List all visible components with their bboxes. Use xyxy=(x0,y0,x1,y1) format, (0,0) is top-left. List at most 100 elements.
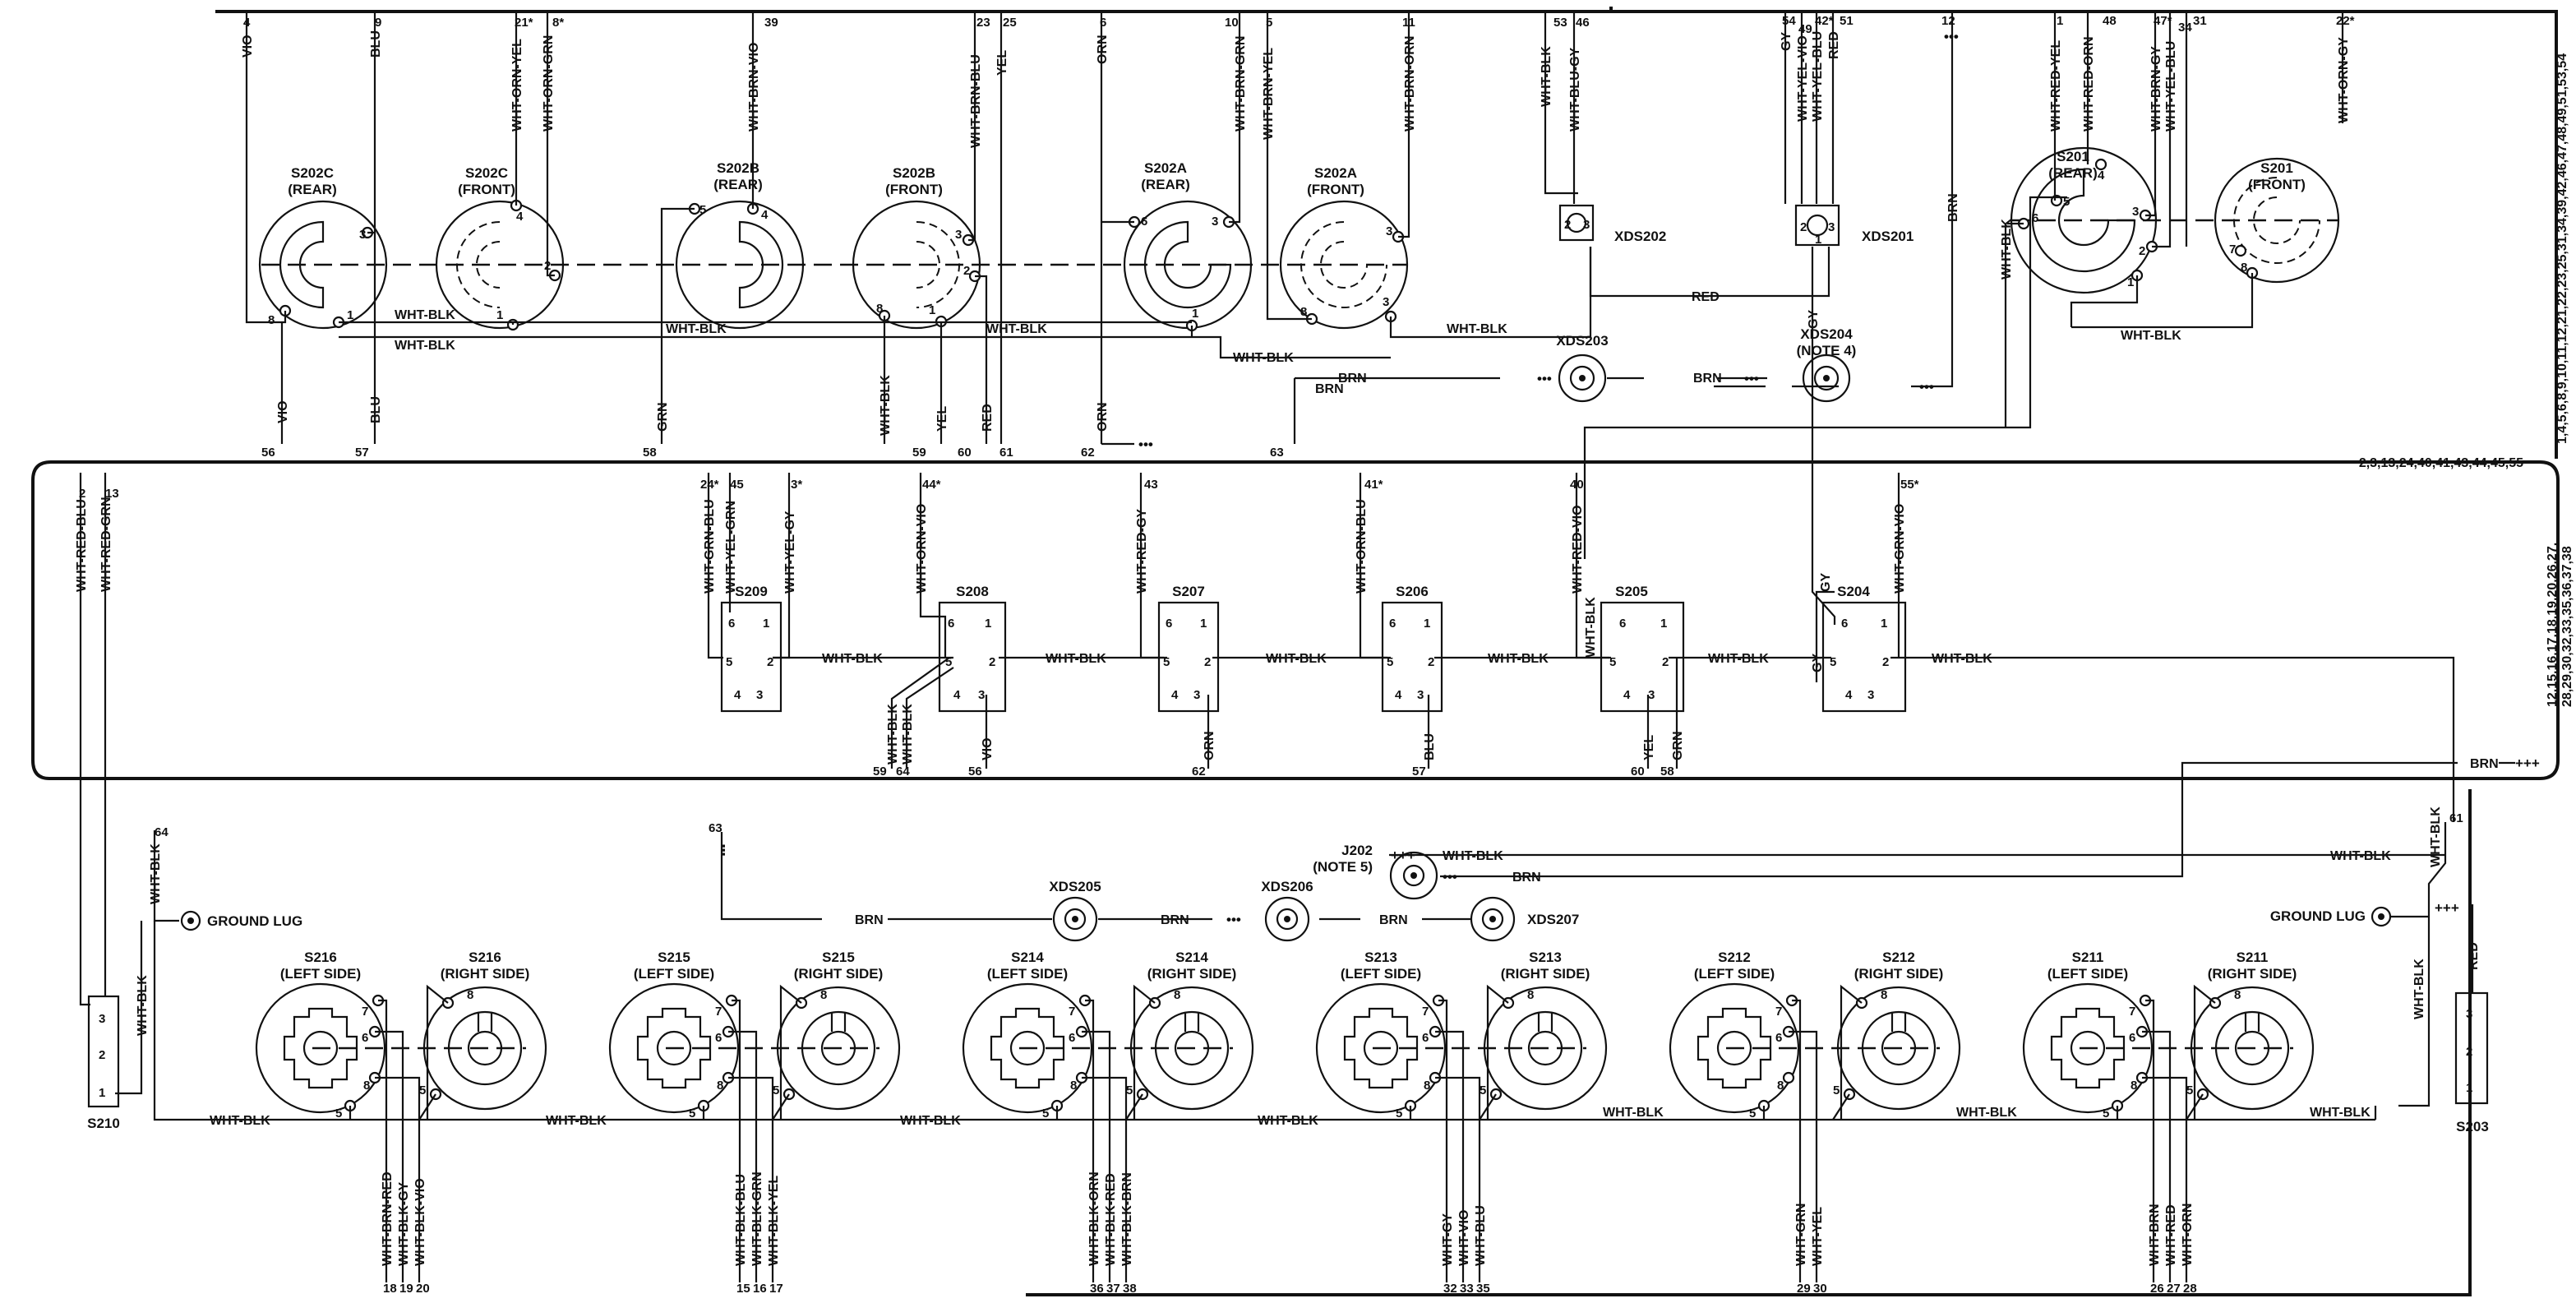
pin-number: 5 xyxy=(2186,1084,2193,1097)
wire-label: BRN xyxy=(1161,913,1189,927)
output-wire xyxy=(2142,1076,2188,1282)
wire-label: YEL xyxy=(995,50,1009,76)
wire-number: 49 xyxy=(1798,22,1812,36)
wire-number: 17 xyxy=(769,1282,783,1296)
wire-label: ORN xyxy=(1096,402,1110,432)
switch-rotor xyxy=(1697,1007,1772,1089)
svg-text:S209: S209 xyxy=(735,584,768,599)
jack-note: (NOTE 5) xyxy=(1313,859,1373,875)
wire-number: 9 xyxy=(375,16,381,30)
switch-s203 xyxy=(2454,991,2489,1105)
wire-label: WHT-GRN-BLU xyxy=(703,499,717,594)
lamp-socket-xds201 xyxy=(1794,204,1840,247)
wire-label: RED xyxy=(981,404,995,432)
wire-label: GRN xyxy=(1671,731,1685,760)
wire-label: WHT-BLK xyxy=(2310,1106,2371,1120)
output-wire xyxy=(2145,999,2155,1282)
wire-label: WHT-BLK xyxy=(1447,322,1507,336)
svg-text:2: 2 xyxy=(1882,655,1889,669)
lamp-name: XDS206 xyxy=(1261,879,1313,894)
switch-name: S201 xyxy=(2260,160,2293,176)
pin-number: 6 xyxy=(2032,211,2038,225)
pin-number: 1 xyxy=(1815,233,1821,247)
continuation-dots: ••• xyxy=(1537,371,1552,386)
wire-label: WHT-BLK-RED xyxy=(1104,1173,1118,1266)
svg-text:4: 4 xyxy=(1623,688,1631,702)
wire-label: WHT-BLK-BLU xyxy=(734,1174,748,1266)
wire-label: BRN xyxy=(1338,372,1367,386)
wire-label: WHT-BLK xyxy=(900,1114,961,1128)
pin-number: 1 xyxy=(929,303,935,317)
edge-label-side: 28,29,30,32,33,35,36,37,38 xyxy=(2560,546,2574,707)
wire-label: ORN xyxy=(1203,731,1216,760)
wire-label: WHT-RED-GRN xyxy=(99,497,113,592)
pin-number: 5 xyxy=(1749,1107,1756,1120)
wire-label: WHT-BLK xyxy=(886,704,900,765)
wire-label: WHT-BLU-GY xyxy=(1568,47,1582,132)
svg-text:2: 2 xyxy=(989,655,995,669)
switch-name: S202A xyxy=(1314,165,1357,181)
wire-number: 38 xyxy=(1123,1282,1137,1296)
pin-number: 8 xyxy=(2131,1079,2137,1093)
switch-rotor xyxy=(283,1007,358,1089)
wire-label: WHT-BLK-BRN xyxy=(1120,1172,1134,1266)
wire-number: 2 xyxy=(79,487,85,501)
wire-label: GRN xyxy=(656,402,670,432)
output-wire xyxy=(2142,1030,2172,1282)
wire-number: 36 xyxy=(1090,1282,1104,1296)
wire-label: BLU xyxy=(369,30,383,58)
wire-label: BRN xyxy=(855,913,884,927)
pin-number: 5 xyxy=(2063,195,2070,209)
pin-number: 6 xyxy=(1069,1031,1075,1045)
switch-sub: (LEFT SIDE) xyxy=(1694,966,1775,982)
pin-number: 6 xyxy=(2129,1031,2135,1045)
terminal-lug xyxy=(1782,1071,1795,1084)
wire-label: WHT-YEL-BLU xyxy=(1811,31,1825,122)
pin-number: 8 xyxy=(820,988,827,1002)
ground-lug-label: GROUND LUG xyxy=(2270,908,2366,924)
bottom-lamps: 63 ⋮ BRN BRN BRN ••• XDS205 XDS206 XDS20… xyxy=(709,755,2540,942)
wire-label: WHT-YEL-VIO xyxy=(1796,35,1810,122)
wire-number: 44* xyxy=(922,478,941,492)
wire-number: 28 xyxy=(2183,1282,2197,1296)
wire-label: WHT-BRN-GY xyxy=(2149,46,2163,132)
wire-label: WHT-BLU xyxy=(1474,1205,1488,1266)
wire-label: GY xyxy=(1811,654,1825,672)
pin-number: 5 xyxy=(689,1107,695,1120)
wire-label: BRN xyxy=(1693,372,1722,386)
wire-number: 30 xyxy=(1813,1282,1827,1296)
wire-number: 13 xyxy=(105,487,119,501)
jack-j202 xyxy=(1389,851,1438,900)
wire-label: WHT-RED-BLU xyxy=(75,499,89,592)
output-wire xyxy=(1085,999,1095,1282)
switch-name: S214 xyxy=(1175,950,1208,965)
wire-label: WHT-RED-YEL xyxy=(2049,40,2063,132)
wire-number: 27 xyxy=(2167,1282,2181,1296)
wire-label: WHT-BLK xyxy=(666,322,727,336)
output-wire xyxy=(1082,1076,1128,1282)
lamp-name: XDS201 xyxy=(1862,229,1914,244)
switch-sub: (FRONT) xyxy=(1307,182,1364,197)
switch-wafer-left xyxy=(255,982,386,1114)
pin-number: 2 xyxy=(963,264,970,278)
wire-number: 58 xyxy=(643,446,657,460)
top-switch-labels: S202C (REAR) S202C (FRONT) S202B (REAR) … xyxy=(288,149,2306,197)
wire-label: WHT-BLK xyxy=(1266,652,1327,666)
wire-number: 60 xyxy=(1631,765,1645,779)
wire-label: GY xyxy=(1780,32,1794,51)
wire-label: WHT-BLK xyxy=(1956,1106,2017,1120)
wire-label: WHT-BLK xyxy=(395,339,455,353)
svg-text:5: 5 xyxy=(1387,655,1393,669)
svg-text:3: 3 xyxy=(756,688,763,702)
wire-label: YEL xyxy=(935,406,949,432)
wire-label: GY xyxy=(1819,573,1833,592)
wire-label: WHT-BLK xyxy=(210,1114,270,1128)
svg-text:4: 4 xyxy=(953,688,961,702)
ground-lug-label: GROUND LUG xyxy=(207,913,302,929)
output-wire xyxy=(732,999,741,1282)
wire-label: BRN xyxy=(1379,913,1408,927)
lamp-name: XDS205 xyxy=(1049,879,1101,894)
